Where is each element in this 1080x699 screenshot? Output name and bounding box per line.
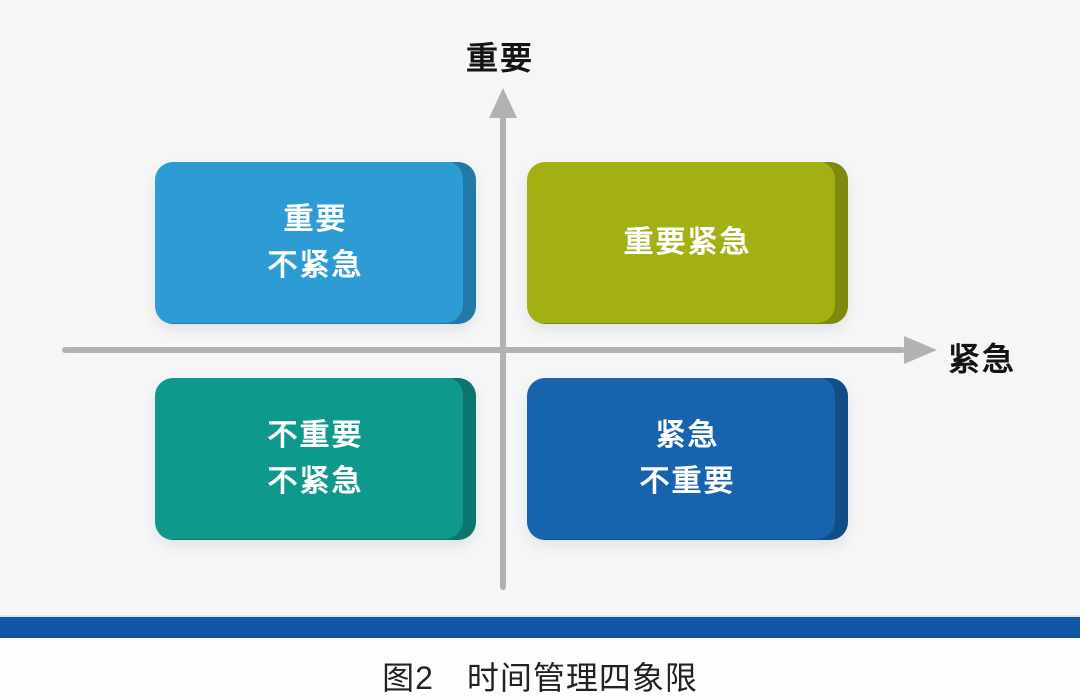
quadrant-label-line: 不重要 [267, 419, 364, 452]
quadrant-not-important-not-urgent: 不重要 不紧急 [155, 378, 476, 540]
up-arrow-icon [489, 88, 517, 118]
quadrant-label-line: 重要紧急 [623, 226, 752, 259]
y-axis-label-important: 重要 [466, 40, 535, 76]
caption-area [0, 638, 1080, 699]
right-arrow-icon [904, 336, 937, 364]
quadrant-label-line: 不紧急 [267, 465, 364, 498]
horizontal-axis-line [62, 347, 905, 353]
divider-bar [0, 617, 1080, 638]
quadrant-label-line: 重要 [283, 203, 348, 236]
x-axis-label-urgent: 紧急 [948, 341, 1017, 377]
quadrant-label-line: 不重要 [639, 465, 736, 498]
quadrant-important-not-urgent: 重要 不紧急 [155, 162, 476, 324]
figure-caption: 图2 时间管理四象限 [382, 660, 698, 696]
quadrant-label-line: 紧急 [655, 419, 720, 452]
quadrant-urgent-not-important: 紧急 不重要 [527, 378, 848, 540]
quadrant-label-line: 不紧急 [267, 249, 364, 282]
quadrant-important-urgent: 重要紧急 [527, 162, 848, 324]
